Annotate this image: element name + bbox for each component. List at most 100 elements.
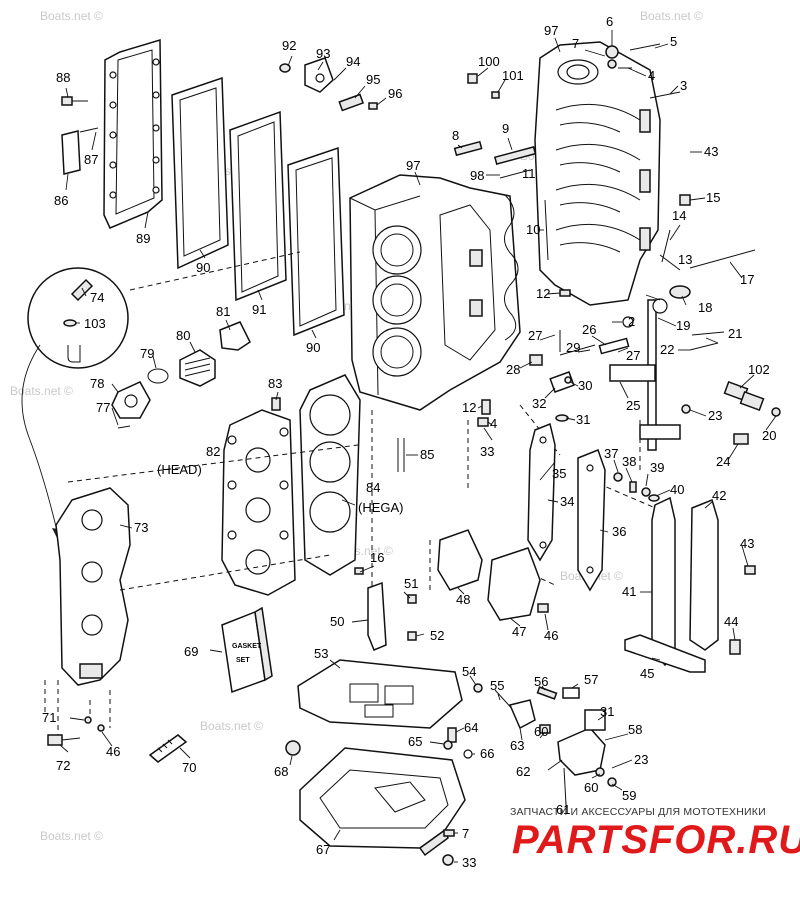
callout-71: 71 xyxy=(42,710,56,725)
callout-31: 31 xyxy=(576,412,590,427)
callout-70: 70 xyxy=(182,760,196,775)
callout-46-b: 46 xyxy=(106,744,120,759)
watermark: Boats.net © xyxy=(200,719,263,733)
parts-92-96 xyxy=(279,57,500,112)
callout-86: 86 xyxy=(54,193,68,208)
inset-circle-74-103 xyxy=(21,267,129,540)
callout-27: 27 xyxy=(528,328,542,343)
callout-leaders xyxy=(59,30,777,863)
callout-82: 82 xyxy=(206,444,220,459)
callout-48: 48 xyxy=(456,592,470,607)
callout-65: 65 xyxy=(408,734,422,749)
callout-103: 103 xyxy=(84,316,106,331)
callout-32: 32 xyxy=(532,396,546,411)
kit-box-text-1: GASKET xyxy=(232,643,262,650)
callout-94: 94 xyxy=(346,54,360,69)
callout-102: 102 xyxy=(748,362,770,377)
callout-43-b: 43 xyxy=(740,536,754,551)
callout-16: 16 xyxy=(370,550,384,565)
callout-83: 83 xyxy=(268,376,282,391)
callout-20: 20 xyxy=(762,428,776,443)
parts-64-66-68 xyxy=(285,727,473,866)
callout-4-b: 4 xyxy=(490,416,497,431)
callout-93: 93 xyxy=(316,46,330,61)
callout-9: 9 xyxy=(502,121,509,136)
callout-11: 11 xyxy=(522,166,536,181)
callout-30: 30 xyxy=(578,378,592,393)
callout-27-b: 27 xyxy=(626,348,640,363)
callout-100: 100 xyxy=(478,54,500,69)
callout-61: 61 xyxy=(556,802,570,817)
callout-97-a: 97 xyxy=(544,23,558,38)
callout-21: 21 xyxy=(728,326,742,341)
callout-52: 52 xyxy=(430,628,444,643)
callout-56: 56 xyxy=(534,674,548,689)
callout-33: 33 xyxy=(480,444,494,459)
callout-51: 51 xyxy=(404,576,418,591)
callout-35: 35 xyxy=(552,466,566,481)
callout-45: 45 xyxy=(640,666,654,681)
plate-47 xyxy=(487,547,549,621)
callout-44: 44 xyxy=(724,614,738,629)
callout-17: 17 xyxy=(740,272,754,287)
watermark: Boats.net © xyxy=(40,9,103,23)
cover-plate-89 xyxy=(103,38,163,229)
callout-81: 81 xyxy=(216,304,230,319)
callout-25: 25 xyxy=(626,398,640,413)
cylinder-block-97 xyxy=(349,174,521,411)
gasket-90-left xyxy=(171,76,229,270)
gasket-90-right xyxy=(287,146,345,337)
callout-29: 29 xyxy=(566,340,580,355)
adapter-plate-67 xyxy=(299,747,466,857)
bolts-3-7 xyxy=(605,43,681,99)
bracket-50 xyxy=(354,567,417,651)
parts-26-33 xyxy=(477,330,630,427)
callout-41: 41 xyxy=(622,584,636,599)
hose-45 xyxy=(624,634,706,673)
callout-101: 101 xyxy=(502,68,524,83)
callout-97-b: 97 xyxy=(406,158,420,173)
footer-brand-logo[interactable]: PARTSFOR.RU xyxy=(512,818,800,862)
callout-40: 40 xyxy=(670,482,684,497)
callout-43: 43 xyxy=(704,144,718,159)
callout-88: 88 xyxy=(56,70,70,85)
parts-54-63 xyxy=(473,683,617,806)
exhaust-cover-73 xyxy=(55,487,131,686)
plate-48 xyxy=(437,529,483,591)
callout-66: 66 xyxy=(480,746,494,761)
callout-64: 64 xyxy=(464,720,478,735)
callout-22: 22 xyxy=(660,342,674,357)
callout-54: 54 xyxy=(462,664,476,679)
callout-91: 91 xyxy=(252,302,266,317)
label-head: (HEAD) xyxy=(157,462,202,477)
callout-59: 59 xyxy=(622,788,636,803)
parts-37-40 xyxy=(613,472,756,655)
callout-12: 12 xyxy=(536,286,550,301)
cover-34 xyxy=(527,422,556,562)
callout-98: 98 xyxy=(470,168,484,183)
callout-42: 42 xyxy=(712,488,726,503)
watermark: Boats.net © xyxy=(640,9,703,23)
cover-42 xyxy=(689,498,719,651)
callout-26: 26 xyxy=(582,322,596,337)
callout-96: 96 xyxy=(388,86,402,101)
callout-85: 85 xyxy=(420,447,434,462)
callout-39: 39 xyxy=(650,460,664,475)
callout-63: 63 xyxy=(510,738,524,753)
callout-55: 55 xyxy=(490,678,504,693)
callout-58: 58 xyxy=(628,722,642,737)
callout-37: 37 xyxy=(604,446,618,461)
footer-tagline: ЗАПЧАСТИ И АКСЕССУАРЫ ДЛЯ МОТОТЕХНИКИ xyxy=(510,806,766,818)
pins-8-9 xyxy=(453,140,537,179)
callout-5: 5 xyxy=(670,34,677,49)
callout-95: 95 xyxy=(366,72,380,87)
callout-10: 10 xyxy=(526,222,540,237)
plate-91 xyxy=(229,110,287,302)
callout-87: 87 xyxy=(84,152,98,167)
callout-33-b: 33 xyxy=(462,855,476,870)
callout-18: 18 xyxy=(698,300,712,315)
callout-6: 6 xyxy=(606,14,613,29)
cylinder-head-82 xyxy=(221,397,296,596)
callout-53: 53 xyxy=(314,646,328,661)
